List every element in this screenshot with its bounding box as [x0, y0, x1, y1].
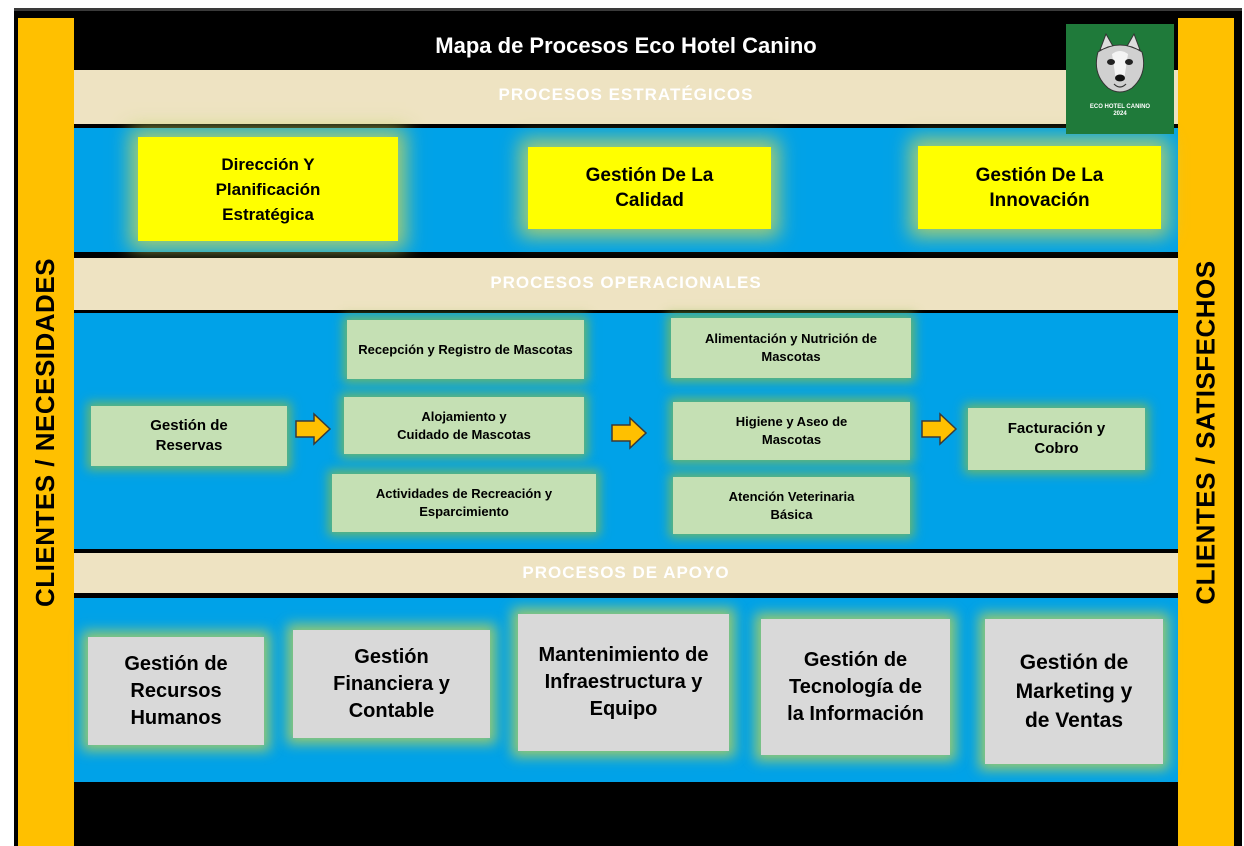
operational-stage1-process-3-label: Actividades de Recreación y Esparcimient… — [375, 486, 553, 519]
operational-input-label: Gestión de Reservas — [150, 417, 228, 454]
operational-stage2-process-2-label: Higiene y Aseo de Mascotas — [735, 414, 848, 447]
strategic-process-2: Gestión De La Calidad — [528, 147, 771, 229]
strategic-process-3: Gestión De La Innovación — [918, 146, 1161, 229]
support-process-3: Mantenimiento de Infraestructura y Equip… — [518, 614, 729, 751]
operational-stage1-process-2-label: Alojamiento y Cuidado de Mascotas — [397, 408, 531, 442]
support-band-label: PROCESOS DE APOYO — [522, 563, 730, 582]
arrow-right-icon — [295, 412, 332, 446]
operational-output-process: Facturación y Cobro — [968, 408, 1145, 470]
support-process-5-label: Gestión de Marketing y de Ventas — [1015, 651, 1133, 732]
right-side-bar: CLIENTES / SATISFECHOS — [1178, 18, 1234, 846]
operational-stage1-process-1-label: Recepción y Registro de Mascotas — [358, 341, 573, 357]
operational-output-label: Facturación y Cobro — [1007, 420, 1106, 457]
operational-band-label: PROCESOS OPERACIONALES — [490, 273, 762, 292]
logo-caption: ECO HOTEL CANINO 2024 — [1090, 104, 1150, 118]
strategic-process-3-label: Gestión De La Innovación — [975, 164, 1104, 211]
strategic-band: PROCESOS ESTRATÉGICOS — [74, 70, 1178, 124]
support-process-2: Gestión Financiera y Contable — [293, 630, 490, 738]
operational-stage2-process-1: Alimentación y Nutrición de Mascotas — [671, 318, 911, 378]
strategic-process-1: Dirección Y Planificación Estratégica — [138, 137, 398, 241]
arrow-right-icon — [921, 412, 958, 446]
operational-stage2-process-3-label: Atención Veterinaria Básica — [728, 488, 855, 522]
logo-caption-line-1: ECO HOTEL CANINO — [1089, 104, 1151, 110]
support-process-4-label: Gestión de Tecnología de la Información — [787, 648, 924, 725]
support-process-2-label: Gestión Financiera y Contable — [333, 645, 450, 722]
operational-stage1-process-3: Actividades de Recreación y Esparcimient… — [332, 474, 596, 532]
canvas-top-border — [14, 8, 1242, 11]
support-process-4: Gestión de Tecnología de la Información — [761, 619, 950, 755]
operational-input-process: Gestión de Reservas — [91, 406, 287, 466]
operational-stage2-process-1-label: Alimentación y Nutrición de Mascotas — [705, 331, 877, 364]
left-side-label: CLIENTES / NECESIDADES — [30, 257, 61, 607]
operational-band: PROCESOS OPERACIONALES — [74, 258, 1178, 310]
support-process-5: Gestión de Marketing y de Ventas — [985, 619, 1163, 764]
support-band: PROCESOS DE APOYO — [74, 553, 1178, 593]
strategic-process-1-label: Dirección Y Planificación Estratégica — [215, 154, 321, 224]
logo-caption-line-2: 2024 — [1113, 111, 1127, 117]
husky-dog-icon — [1095, 32, 1145, 93]
support-process-3-label: Mantenimiento de Infraestructura y Equip… — [538, 644, 709, 720]
operational-stage2-process-3: Atención Veterinaria Básica — [673, 477, 910, 534]
strategic-band-label: PROCESOS ESTRATÉGICOS — [498, 85, 754, 104]
eco-hotel-logo: ECO HOTEL CANINO 2024 — [1066, 24, 1174, 134]
operational-stage1-process-1: Recepción y Registro de Mascotas — [347, 320, 584, 379]
support-process-1: Gestión de Recursos Humanos — [88, 637, 264, 745]
arrow-right-icon — [611, 416, 648, 450]
left-side-bar: CLIENTES / NECESIDADES — [18, 18, 74, 846]
diagram-title: Mapa de Procesos Eco Hotel Canino — [435, 33, 817, 58]
right-side-label: CLIENTES / SATISFECHOS — [1190, 259, 1221, 605]
strategic-process-2-label: Gestión De La Calidad — [585, 165, 714, 211]
support-process-1-label: Gestión de Recursos Humanos — [124, 652, 228, 729]
operational-stage2-process-2: Higiene y Aseo de Mascotas — [673, 402, 910, 460]
operational-stage1-process-2: Alojamiento y Cuidado de Mascotas — [344, 397, 584, 454]
